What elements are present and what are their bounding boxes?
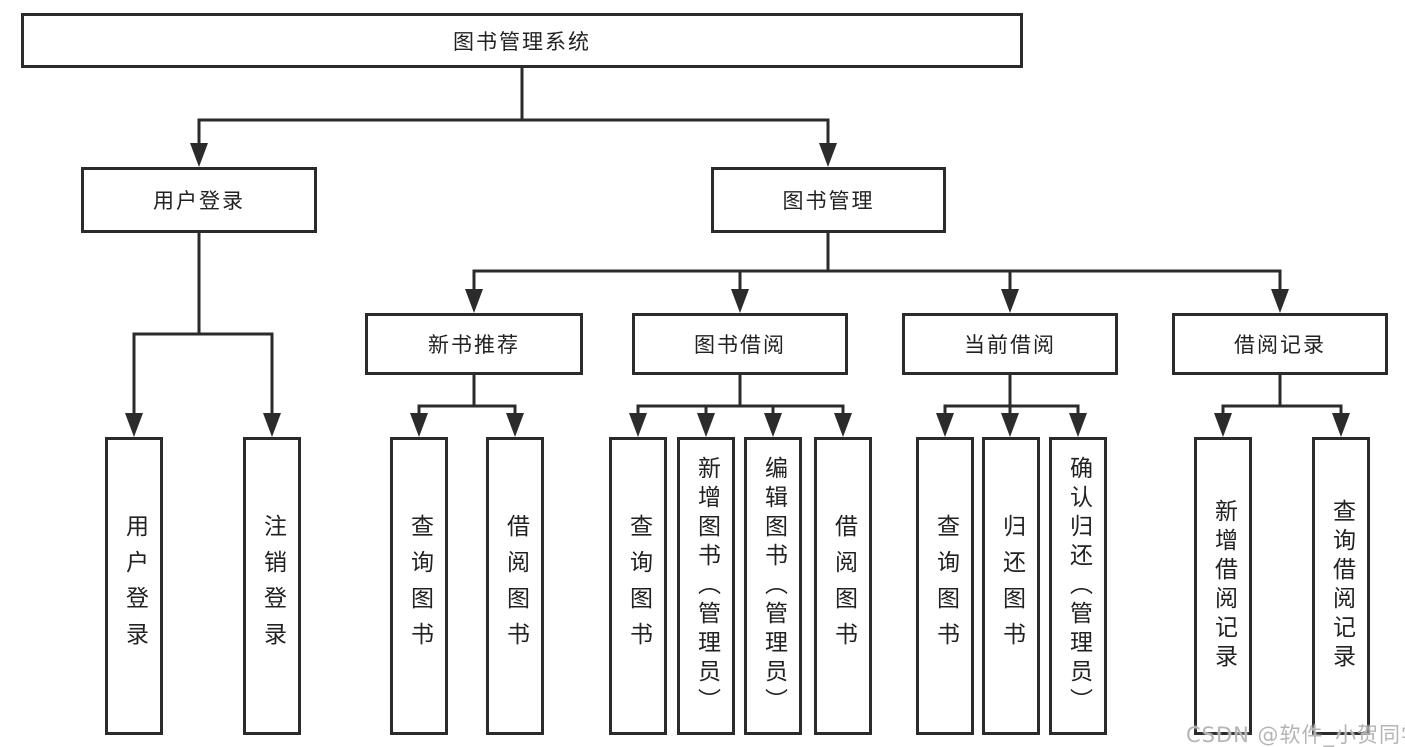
leaf-recommend-query-book: 查询图书: [390, 437, 448, 735]
leaf-borrow-query-book-label: 查询图书: [625, 514, 652, 658]
node-book-borrow: 图书借阅: [632, 313, 848, 375]
leaf-edit-book-admin: 编辑图书（管理员）: [744, 437, 802, 735]
leaf-query-borrow-record-label: 查询借阅记录: [1328, 499, 1355, 673]
leaf-user-login: 用户登录: [105, 437, 163, 735]
leaf-borrow-book: 借阅图书: [814, 437, 872, 735]
node-book-management-label: 图书管理: [782, 189, 875, 213]
leaf-add-book-admin: 新增图书（管理员）: [677, 437, 735, 735]
leaf-edit-book-admin-label: 编辑图书（管理员）: [760, 455, 787, 717]
node-new-book-recommend-label: 新书推荐: [428, 333, 520, 357]
leaf-logout-label: 注销登录: [259, 514, 286, 658]
csdn-watermark: CSDN @软件_小贺同学: [1186, 723, 1405, 747]
leaf-return-book: 归还图书: [982, 437, 1040, 735]
node-borrow-record-label: 借阅记录: [1234, 333, 1326, 357]
leaf-current-query-book: 查询图书: [916, 437, 974, 735]
node-book-borrow-label: 图书借阅: [694, 333, 786, 357]
node-user-login-label: 用户登录: [153, 189, 245, 213]
leaf-query-borrow-record: 查询借阅记录: [1312, 437, 1370, 735]
leaf-recommend-query-book-label: 查询图书: [406, 514, 433, 658]
leaf-borrow-book-label: 借阅图书: [830, 514, 857, 658]
leaf-recommend-borrow-book-label: 借阅图书: [502, 514, 529, 658]
leaf-add-borrow-record-label: 新增借阅记录: [1210, 499, 1237, 673]
leaf-confirm-return-admin-label: 确认归还（管理员）: [1065, 455, 1092, 717]
node-current-borrow: 当前借阅: [902, 313, 1118, 375]
node-current-borrow-label: 当前借阅: [964, 333, 1056, 357]
leaf-add-borrow-record: 新增借阅记录: [1194, 437, 1252, 735]
leaf-current-query-book-label: 查询图书: [932, 514, 959, 658]
leaf-confirm-return-admin: 确认归还（管理员）: [1049, 437, 1107, 735]
leaf-borrow-query-book: 查询图书: [609, 437, 667, 735]
leaf-logout: 注销登录: [243, 437, 301, 735]
leaf-recommend-borrow-book: 借阅图书: [486, 437, 544, 735]
node-borrow-record: 借阅记录: [1172, 313, 1388, 375]
node-user-login: 用户登录: [81, 167, 317, 233]
node-book-management: 图书管理: [711, 167, 946, 233]
node-root-library-system: 图书管理系统: [21, 13, 1023, 68]
leaf-add-book-admin-label: 新增图书（管理员）: [693, 455, 720, 717]
node-root-label: 图书管理系统: [453, 29, 591, 54]
leaf-user-login-label: 用户登录: [121, 514, 148, 658]
leaf-return-book-label: 归还图书: [998, 514, 1025, 658]
node-new-book-recommend: 新书推荐: [365, 313, 583, 375]
